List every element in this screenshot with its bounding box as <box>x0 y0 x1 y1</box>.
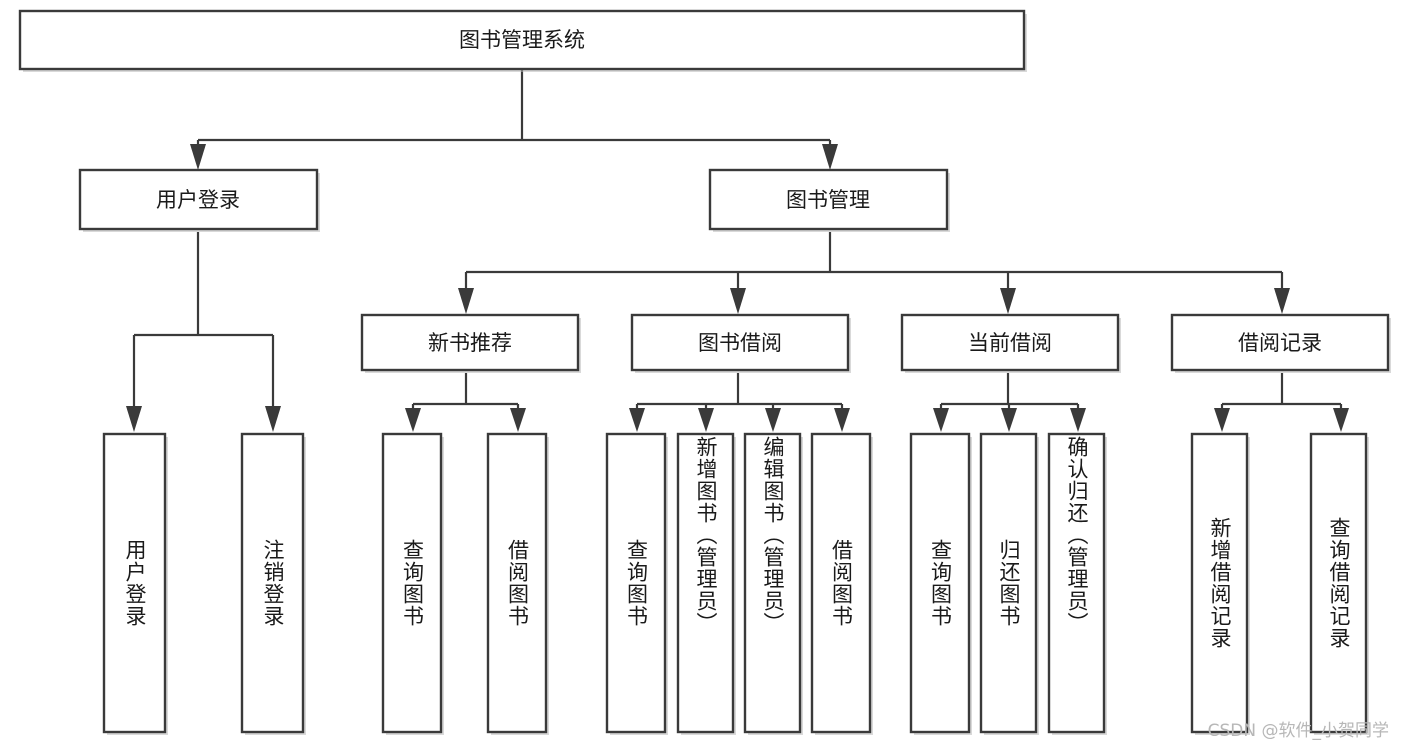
arrow-bookmgmt-child-4 <box>1274 288 1290 314</box>
arrow-current-child-1 <box>933 408 949 432</box>
leaf-group-borrow <box>605 432 873 735</box>
arrow-borrow-child-1 <box>629 408 645 432</box>
connector-group-root <box>190 69 838 170</box>
arrow-borrow-child-4 <box>834 408 850 432</box>
leaf-box-borrow-4[interactable] <box>810 432 872 734</box>
arrow-newbook-child-1 <box>405 408 421 432</box>
leaf-box-borrow-1[interactable] <box>605 432 667 734</box>
leaf-box-new-book-1[interactable] <box>381 432 443 734</box>
node-book-management[interactable]: 图书管理 <box>708 168 950 232</box>
leaf-box-current-2[interactable] <box>979 432 1038 734</box>
leaf-group-user-login <box>102 432 306 735</box>
node-root[interactable]: 图书管理系统 <box>18 9 1027 72</box>
leaf-box-new-book-2[interactable] <box>486 432 548 734</box>
arrow-bookmgmt-child-3 <box>1000 288 1016 314</box>
leaf-box-record-1[interactable] <box>1190 432 1249 734</box>
arrow-current-child-2 <box>1001 408 1017 432</box>
arrow-login-child-1 <box>126 406 142 432</box>
connector-group-record <box>1214 373 1349 432</box>
arrow-record-child-2 <box>1333 408 1349 432</box>
leaf-box-user-login-2[interactable] <box>240 432 305 734</box>
node-current-borrow-label: 当前借阅 <box>968 331 1052 355</box>
connector-group-new-book <box>405 373 526 432</box>
arrow-newbook-child-2 <box>510 408 526 432</box>
leaf-box-current-1[interactable] <box>909 432 971 734</box>
leaf-group-new-book <box>381 432 549 735</box>
node-new-book-recommend-label: 新书推荐 <box>428 331 512 355</box>
leaf-box-borrow-2[interactable] <box>676 432 735 734</box>
csdn-watermark: CSDN @软件_小贺同学 <box>1207 721 1389 741</box>
node-book-borrow-label: 图书借阅 <box>698 331 782 355</box>
connector-group-book-mgmt <box>458 232 1290 314</box>
connector-group-borrow <box>629 373 850 432</box>
arrow-borrow-child-3 <box>765 408 781 432</box>
leaf-box-borrow-3[interactable] <box>743 432 802 734</box>
arrow-login-child-2 <box>265 406 281 432</box>
arrow-borrow-child-2 <box>698 408 714 432</box>
leaf-group-current <box>909 432 1107 735</box>
leaf-box-user-login-1[interactable] <box>102 432 167 734</box>
node-user-login[interactable]: 用户登录 <box>78 168 320 232</box>
leaf-group-record <box>1190 432 1369 735</box>
arrow-root-to-bookmgmt <box>822 144 838 170</box>
node-user-login-label: 用户登录 <box>156 188 240 212</box>
connector-group-current <box>933 373 1086 432</box>
arrow-current-child-3 <box>1070 408 1086 432</box>
node-book-borrow[interactable]: 图书借阅 <box>630 313 851 373</box>
node-new-book-recommend[interactable]: 新书推荐 <box>360 313 581 373</box>
leaf-box-current-3[interactable] <box>1047 432 1106 734</box>
node-root-label: 图书管理系统 <box>459 28 585 52</box>
node-book-management-label: 图书管理 <box>786 188 870 212</box>
arrow-bookmgmt-child-2 <box>730 288 746 314</box>
node-current-borrow[interactable]: 当前借阅 <box>900 313 1121 373</box>
arrow-bookmgmt-child-1 <box>458 288 474 314</box>
node-borrow-record[interactable]: 借阅记录 <box>1170 313 1391 373</box>
arrow-record-child-1 <box>1214 408 1230 432</box>
node-borrow-record-label: 借阅记录 <box>1238 331 1322 355</box>
arrow-root-to-login <box>190 144 206 170</box>
connector-group-user-login <box>126 232 281 432</box>
leaf-box-record-2[interactable] <box>1309 432 1368 734</box>
